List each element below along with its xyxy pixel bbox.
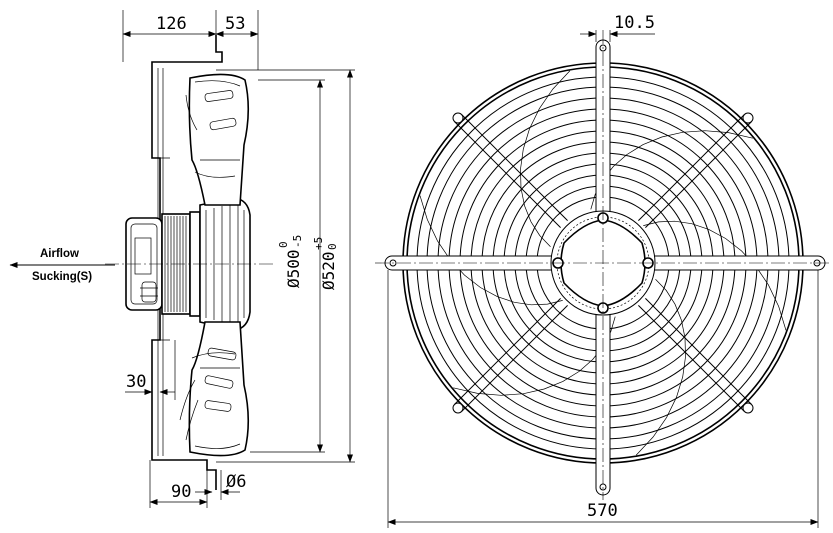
mounting-hole-top xyxy=(599,44,607,52)
spoke-end-cap xyxy=(452,402,464,414)
dim-phi6: Ø6 xyxy=(195,470,246,500)
guard-spoke xyxy=(461,114,568,221)
guard-spoke xyxy=(645,121,752,228)
blade-edge xyxy=(635,279,686,456)
spoke-end-cap xyxy=(742,402,754,414)
svg-text:570: 570 xyxy=(587,501,618,521)
dim-30: 30 xyxy=(125,340,176,400)
mounting-hole-bottom xyxy=(599,483,607,491)
airflow-label: Airflow xyxy=(40,248,79,260)
svg-text:30: 30 xyxy=(126,372,146,392)
guard-spoke xyxy=(645,298,752,405)
guard-spoke xyxy=(454,121,561,228)
dim-570: 570 xyxy=(387,270,819,528)
dim-phi500: Ø500 0 -5 xyxy=(250,79,325,453)
dim-10-5: 10.5 xyxy=(580,13,655,42)
svg-text:-5: -5 xyxy=(291,235,304,248)
svg-text:Ø500: Ø500 xyxy=(284,249,303,288)
blade-edge xyxy=(419,195,563,306)
guard-spoke xyxy=(638,305,745,412)
dim-phi520: Ø520 +5 0 xyxy=(216,69,355,463)
blade-bottom xyxy=(188,321,250,457)
guard-spokes xyxy=(452,112,754,414)
dim-126: 126 xyxy=(122,10,217,62)
dim-53: 53 xyxy=(215,10,259,70)
blade-edge xyxy=(520,70,571,247)
svg-text:Ø6: Ø6 xyxy=(226,472,246,492)
svg-text:53: 53 xyxy=(225,14,245,34)
svg-text:126: 126 xyxy=(156,14,187,34)
svg-text:Ø520: Ø520 xyxy=(319,251,338,290)
guard-spoke xyxy=(638,114,745,221)
dim-90: 90 xyxy=(149,460,208,508)
airflow-mode-label: Sucking(S) xyxy=(32,271,92,283)
front-view: 10.5 570 xyxy=(375,13,830,528)
mounting-hole-left xyxy=(389,259,397,267)
svg-text:0: 0 xyxy=(277,241,290,248)
svg-text:10.5: 10.5 xyxy=(614,13,655,33)
blade-edge xyxy=(643,220,787,331)
guard-spoke xyxy=(454,298,561,405)
svg-text:+5: +5 xyxy=(312,237,325,250)
spoke-end-cap xyxy=(452,112,464,124)
svg-text:0: 0 xyxy=(326,243,339,250)
guard-spoke xyxy=(461,305,568,412)
side-view: Airflow Sucking(S) 126 53 30 90 xyxy=(9,10,355,508)
blade-top xyxy=(188,73,250,206)
svg-text:90: 90 xyxy=(171,482,191,502)
spoke-end-cap xyxy=(742,112,754,124)
